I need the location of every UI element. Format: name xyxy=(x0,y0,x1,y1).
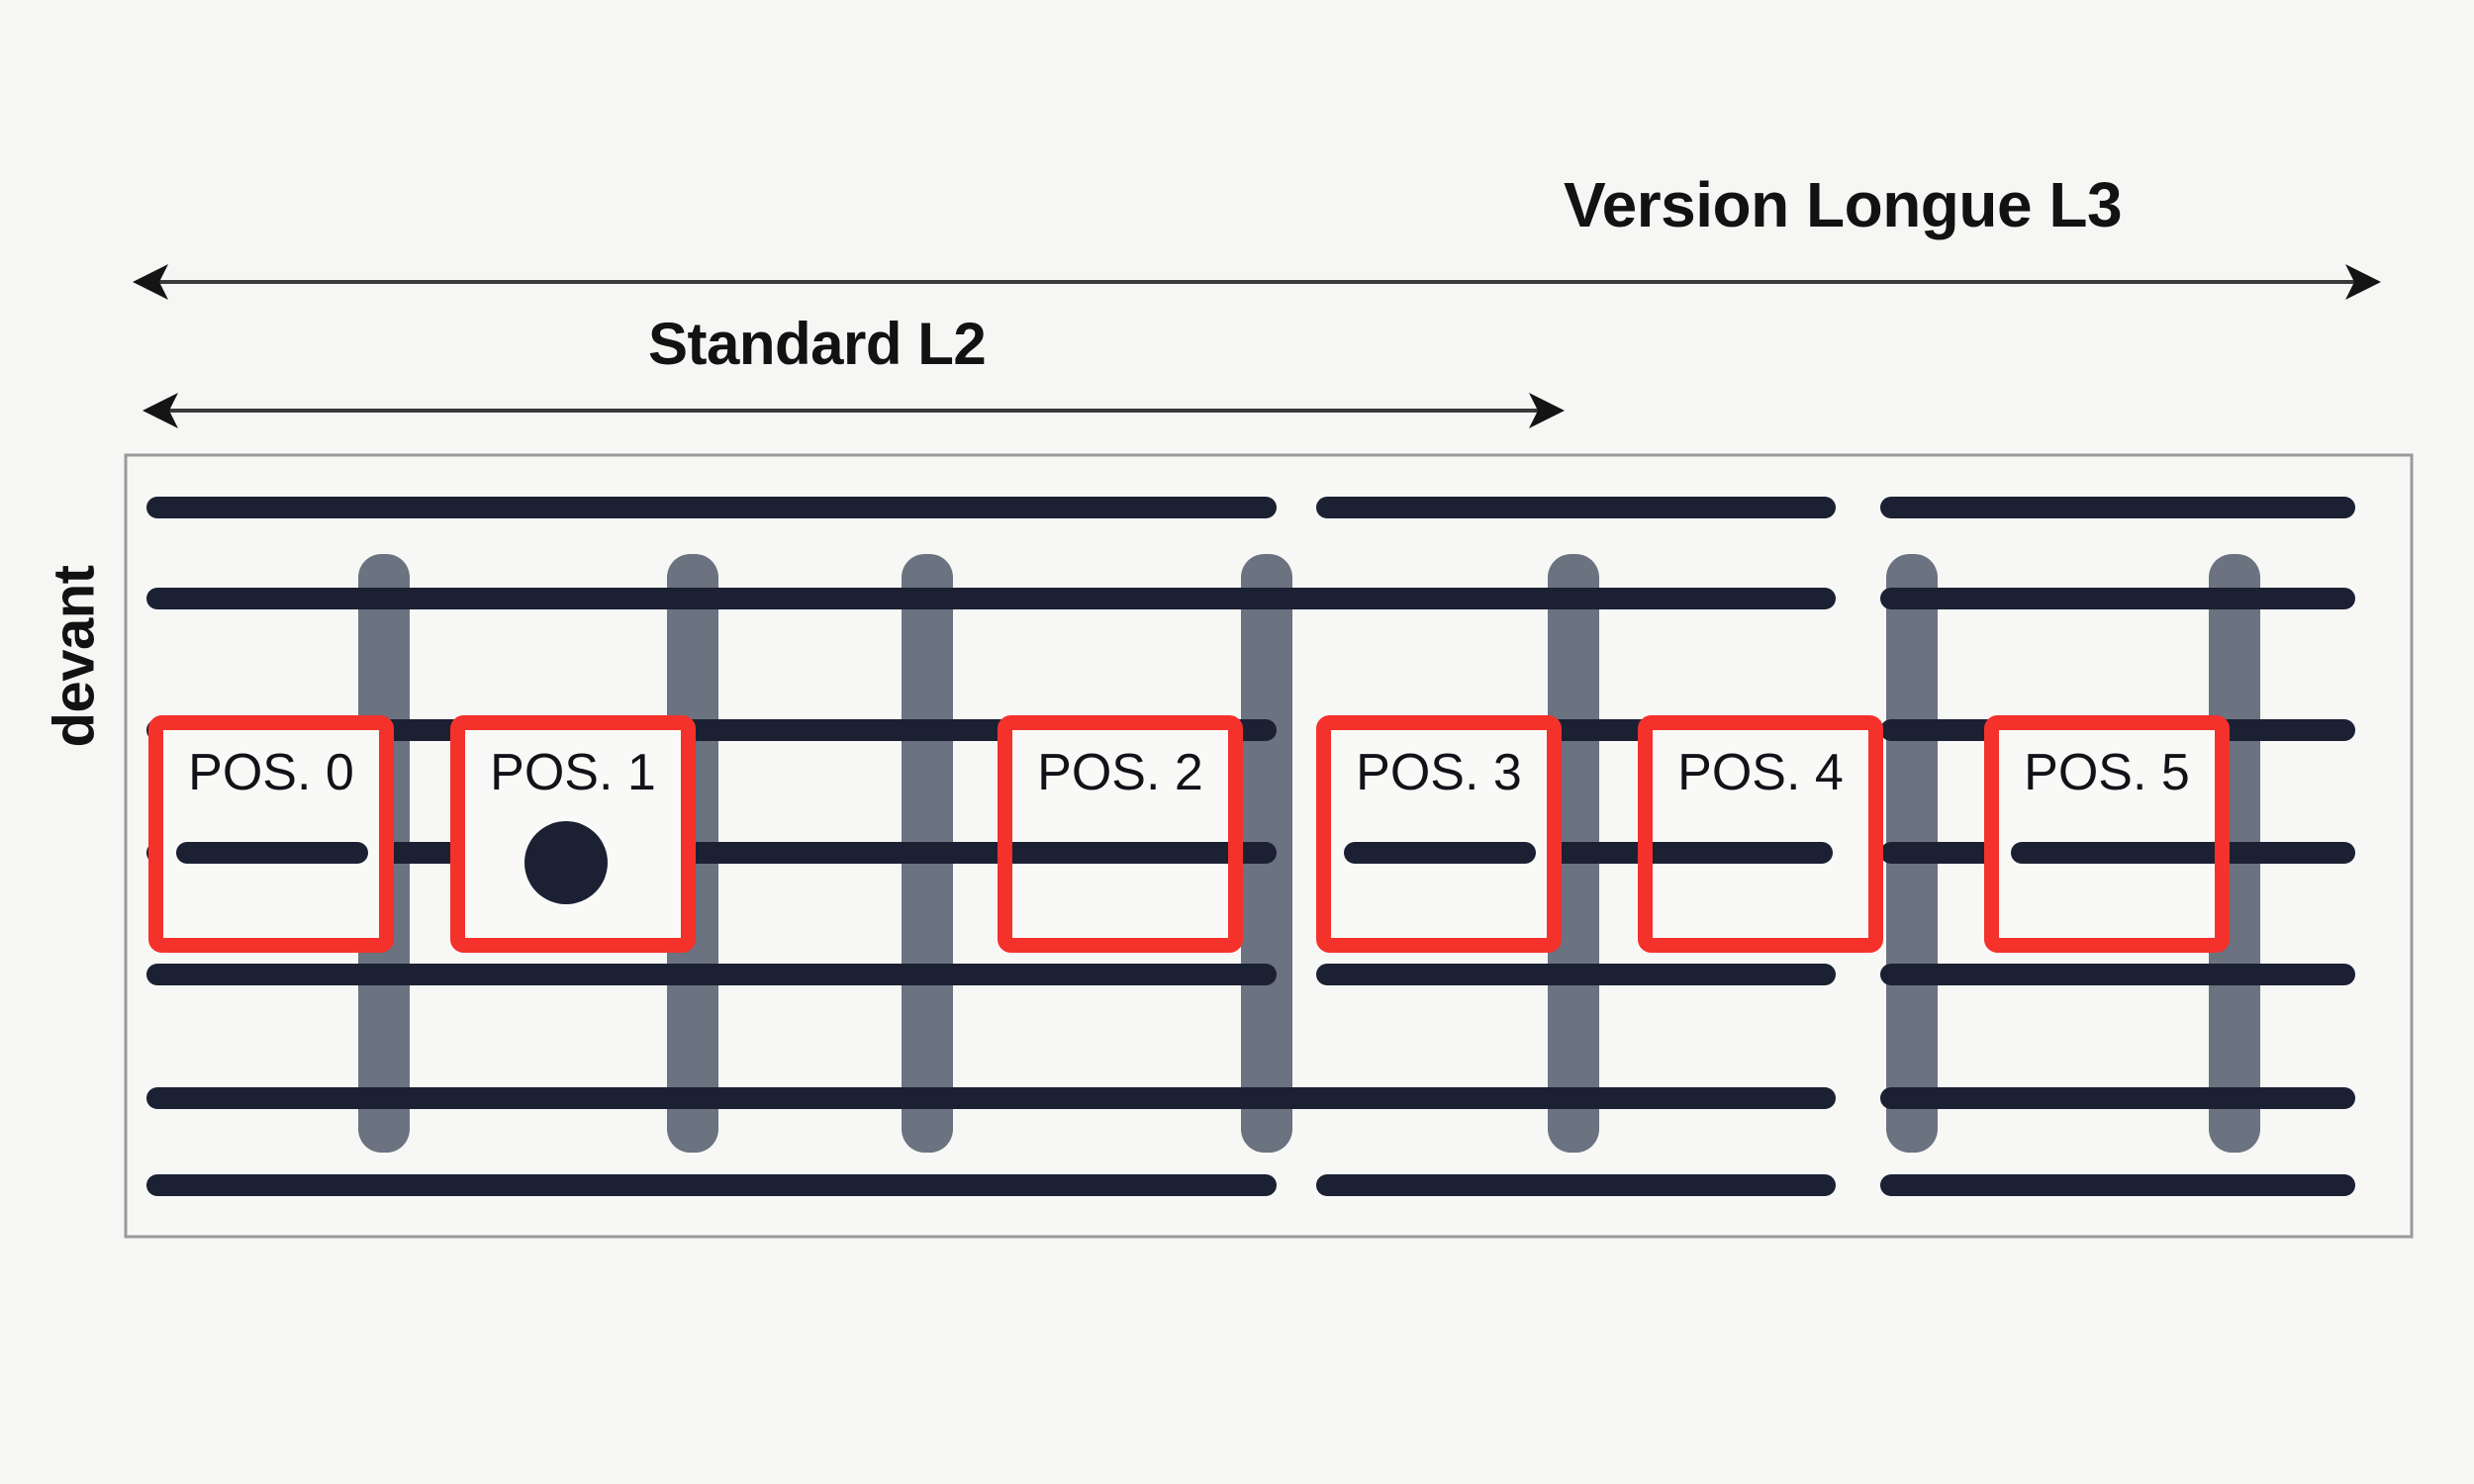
horizontal-bar-1-0 xyxy=(146,588,1836,609)
position-box-frame[interactable] xyxy=(1316,715,1562,953)
position-box-2[interactable] xyxy=(998,715,1243,953)
position-label-0: POS. 0 xyxy=(188,744,354,801)
horizontal-bar-4-1 xyxy=(1316,964,1836,985)
position-boxes-group[interactable] xyxy=(148,715,2231,953)
position-box-frame[interactable] xyxy=(450,715,696,953)
horizontal-bar-1-1 xyxy=(1880,588,2355,609)
position-box-fill xyxy=(1645,722,1876,946)
position-box-frame[interactable] xyxy=(1984,715,2230,953)
horizontal-bar-5-1 xyxy=(1880,1087,2355,1109)
horizontal-bar-0-0 xyxy=(146,497,1277,518)
position-label-5: POS. 5 xyxy=(2024,744,2190,801)
horizontal-bar-0-1 xyxy=(1316,497,1836,518)
horizontal-bar-2-0 xyxy=(146,719,1277,741)
horizontal-bar-3-0 xyxy=(146,842,1277,864)
position-box-frame[interactable] xyxy=(1638,715,1883,953)
position-box-frame[interactable] xyxy=(998,715,1243,953)
position-box-fill xyxy=(1991,722,2223,946)
horizontal-bar-6-1 xyxy=(1316,1174,1836,1196)
position-box-1[interactable] xyxy=(450,715,696,953)
horizontal-bar-5-0 xyxy=(146,1087,1836,1109)
label-devant: devant xyxy=(42,565,107,748)
position-box-fill xyxy=(1323,722,1555,946)
position-inner-bar-stub xyxy=(176,842,368,864)
horizontal-bar-0-2 xyxy=(1880,497,2355,518)
label-standard-l2: Standard L2 xyxy=(648,311,987,377)
position-inner-bar-stub xyxy=(1638,842,1833,864)
position-label-4: POS. 4 xyxy=(1677,744,1844,801)
marker-dot-icon xyxy=(524,821,608,904)
position-box-fill xyxy=(155,722,387,946)
position-label-2: POS. 2 xyxy=(1037,744,1203,801)
position-box-5[interactable] xyxy=(1984,715,2231,953)
position-box-fill xyxy=(1004,722,1236,946)
horizontal-bar-4-0 xyxy=(146,964,1277,985)
position-label-3: POS. 3 xyxy=(1356,744,1522,801)
position-box-0[interactable] xyxy=(148,715,394,953)
position-box-4[interactable] xyxy=(1638,715,1883,953)
horizontal-bar-4-2 xyxy=(1880,964,2355,985)
position-inner-bar-stub xyxy=(1344,842,1536,864)
position-box-frame[interactable] xyxy=(148,715,394,953)
position-inner-bar-stub xyxy=(998,842,1243,864)
position-inner-bar-stub xyxy=(2011,842,2230,864)
horizontal-bar-6-2 xyxy=(1880,1174,2355,1196)
label-version-longue-l3: Version Longue L3 xyxy=(1564,169,2123,240)
horizontal-bar-6-0 xyxy=(146,1174,1277,1196)
position-box-3[interactable] xyxy=(1316,715,1562,953)
position-label-1: POS. 1 xyxy=(490,744,656,801)
